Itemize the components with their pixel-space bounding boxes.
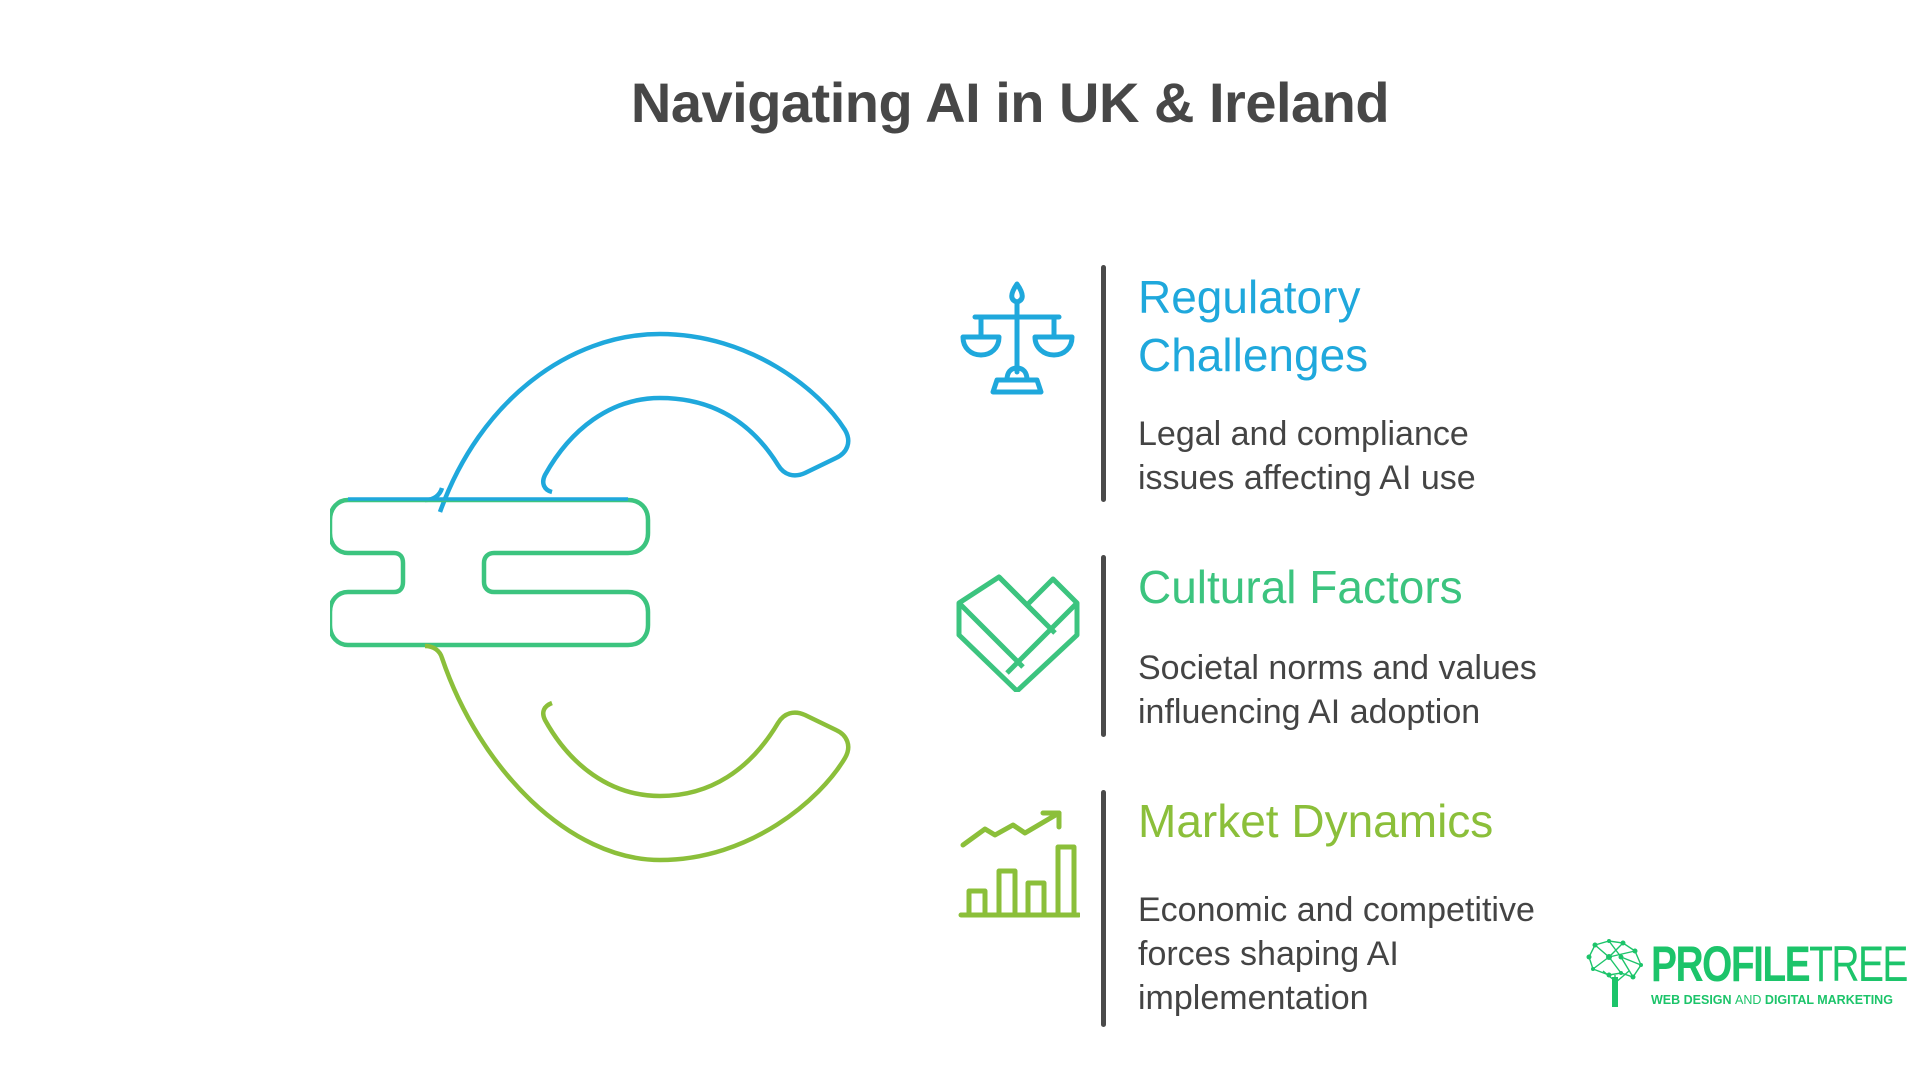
growth-chart-icon: [958, 810, 1080, 918]
page-title: Navigating AI in UK & Ireland: [630, 71, 1390, 134]
tagline-part: AND: [1735, 993, 1765, 1007]
description: Societal norms and values influencing AI…: [1138, 646, 1537, 734]
description-line: implementation: [1138, 979, 1369, 1017]
heart-icon: [956, 574, 1080, 692]
description-line: influencing AI adoption: [1138, 693, 1481, 731]
heading: Cultural Factors: [1138, 558, 1463, 616]
tree-network-icon: [1586, 939, 1643, 1007]
heading-line: Cultural Factors: [1138, 561, 1463, 613]
heading: Market Dynamics: [1138, 792, 1493, 850]
description-line: forces shaping AI: [1138, 935, 1399, 973]
euro-symbol-icon: [330, 331, 851, 863]
divider-bar: [1101, 265, 1106, 502]
scales-of-justice-icon: [960, 281, 1075, 395]
tagline-part: WEB DESIGN: [1651, 993, 1736, 1007]
logo-brand-light: TREE: [1809, 936, 1908, 992]
divider-bar: [1101, 790, 1106, 1027]
description: Economic and competitive forces shaping …: [1138, 888, 1535, 1020]
logo-wordmark: PROFILETREE: [1651, 935, 1908, 993]
heading-line: Regulatory: [1138, 271, 1361, 323]
tagline-part: DIGITAL MARKETING: [1764, 993, 1893, 1007]
description-line: Legal and compliance: [1138, 415, 1469, 453]
divider-bar: [1101, 555, 1106, 737]
description-line: Societal norms and values: [1138, 649, 1537, 687]
heading-line: Challenges: [1138, 329, 1369, 381]
description-line: Economic and competitive: [1138, 891, 1535, 929]
heading-line: Market Dynamics: [1138, 795, 1494, 847]
description: Legal and compliance issues affecting AI…: [1138, 412, 1476, 500]
description-line: issues affecting AI use: [1138, 459, 1476, 497]
heading: Regulatory Challenges: [1138, 268, 1368, 384]
logo-brand-bold: PROFILE: [1651, 936, 1811, 992]
logo-tagline: WEB DESIGN AND DIGITAL MARKETING: [1651, 993, 1893, 1007]
profiletree-logo: PROFILETREE WEB DESIGN AND DIGITAL MARKE…: [1585, 935, 1908, 1015]
